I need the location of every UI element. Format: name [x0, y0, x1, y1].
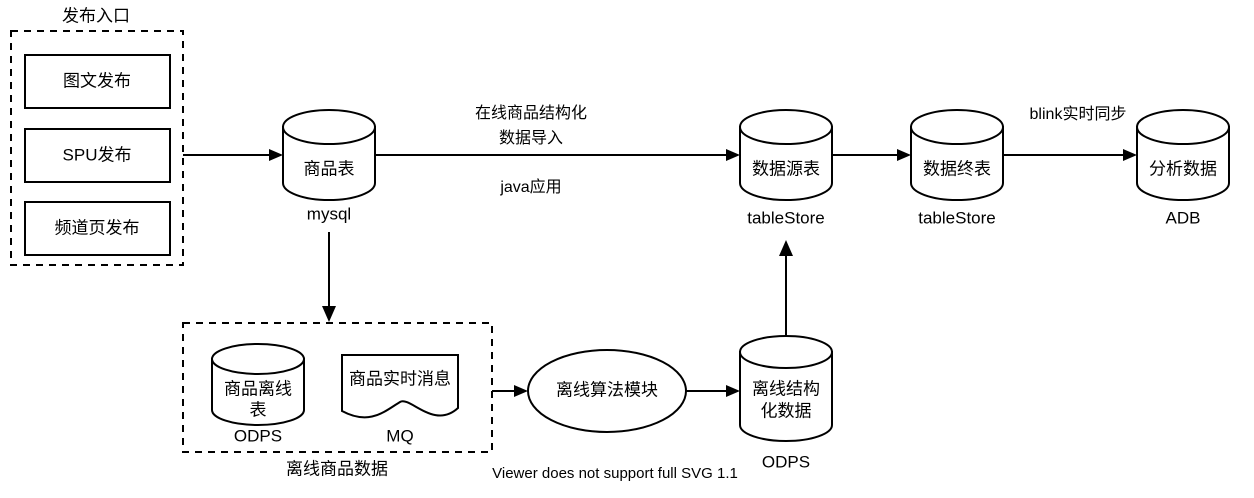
node-fenxi-shuju-label: 分析数据 [1149, 159, 1217, 178]
edge-source-to-final-arrowhead [897, 149, 911, 161]
node-spu-fabu[interactable]: SPU发布 [24, 128, 171, 183]
node-shuju-yuan-biao[interactable]: 数据源表 tableStore [739, 109, 833, 227]
edge-algo-to-odps [686, 385, 740, 397]
node-shangpin-lixian-biao-label-line1: 商品离线 [224, 379, 292, 398]
group-publish-entry-label: 发布入口 [62, 6, 130, 25]
node-lixian-jiegouhua-shuju-label-line1: 离线结构 [752, 379, 820, 398]
node-tuwen-fabu[interactable]: 图文发布 [24, 54, 171, 109]
group-offline-product-data[interactable]: 离线商品数据 [182, 322, 493, 478]
node-shuju-zhong-biao-top [910, 109, 1004, 145]
node-shangpin-biao-top [282, 109, 376, 145]
node-pindao-fabu-box [24, 201, 171, 256]
edge-odps-to-source [779, 240, 793, 336]
edge-mysql-to-tablestore-label-line1: 在线商品结构化 [475, 104, 587, 122]
node-lixian-jiegouhua-shuju-sublabel: ODPS [762, 452, 810, 471]
edge-mysql-to-tablestore: 在线商品结构化 数据导入 java应用 [375, 104, 740, 196]
group-publish-entry[interactable]: 发布入口 [10, 6, 184, 266]
group-offline-product-data-label: 离线商品数据 [286, 459, 388, 478]
node-shangpin-shishi-xiaoxi-body [341, 354, 459, 419]
edge-mysql-to-offline-group [322, 232, 336, 322]
node-lixian-suanfa-mokuai-label: 离线算法模块 [556, 380, 658, 399]
edge-algo-to-odps-arrowhead [726, 385, 740, 397]
edge-final-to-adb: blink实时同步 [1003, 105, 1137, 161]
node-shangpin-shishi-xiaoxi[interactable]: 商品实时消息 MQ [341, 354, 459, 445]
node-lixian-suanfa-mokuai[interactable]: 离线算法模块 [527, 349, 687, 433]
node-shangpin-biao-label: 商品表 [304, 159, 355, 178]
edge-spu-to-mysql-arrowhead [269, 149, 283, 161]
edge-mysql-to-tablestore-label-line2: 数据导入 [499, 129, 563, 147]
node-shangpin-biao-body [282, 126, 376, 201]
node-shuju-zhong-biao-body [910, 126, 1004, 201]
node-shangpin-lixian-biao-sublabel: ODPS [234, 426, 282, 445]
node-tuwen-fabu-box [24, 54, 171, 109]
node-shangpin-biao-sublabel: mysql [307, 204, 351, 223]
node-lixian-jiegouhua-shuju-body [739, 351, 833, 442]
edge-mysql-to-tablestore-arrowhead [726, 149, 740, 161]
node-pindao-fabu-label: 频道页发布 [55, 218, 140, 237]
edge-mysql-to-tablestore-label-below: java应用 [499, 177, 561, 196]
node-fenxi-shuju-body [1136, 126, 1230, 201]
node-fenxi-shuju-sublabel: ADB [1166, 208, 1201, 227]
node-shuju-zhong-biao-label: 数据终表 [923, 159, 991, 178]
node-spu-fabu-label: SPU发布 [63, 145, 132, 164]
node-lixian-jiegouhua-shuju-top [739, 335, 833, 369]
edge-mysql-to-offline-group-arrowhead [322, 306, 336, 322]
edge-final-to-adb-arrowhead [1123, 149, 1137, 161]
edge-source-to-final [832, 149, 911, 161]
node-shuju-yuan-biao-label: 数据源表 [752, 159, 820, 178]
node-shuju-yuan-biao-body [739, 126, 833, 201]
node-shuju-zhong-biao-sublabel: tableStore [918, 208, 996, 227]
node-shuju-yuan-biao-top [739, 109, 833, 145]
edge-offline-group-to-algo [492, 385, 528, 397]
node-pindao-fabu[interactable]: 频道页发布 [24, 201, 171, 256]
node-fenxi-shuju[interactable]: 分析数据 ADB [1136, 109, 1230, 227]
node-shangpin-lixian-biao[interactable]: 商品离线 表 ODPS [211, 343, 305, 445]
edge-odps-to-source-arrowhead [779, 240, 793, 256]
node-lixian-jiegouhua-shuju[interactable]: 离线结构 化数据 ODPS [739, 335, 833, 471]
edge-spu-to-mysql [183, 149, 283, 161]
node-shuju-zhong-biao[interactable]: 数据终表 tableStore [910, 109, 1004, 227]
edge-final-to-adb-label: blink实时同步 [1030, 105, 1127, 123]
node-lixian-jiegouhua-shuju-label-line2: 化数据 [761, 401, 812, 420]
node-fenxi-shuju-top [1136, 109, 1230, 145]
node-tuwen-fabu-label: 图文发布 [63, 71, 131, 90]
node-shangpin-lixian-biao-top [211, 343, 305, 375]
node-shangpin-biao[interactable]: 商品表 mysql [282, 109, 376, 223]
node-shangpin-lixian-biao-label-line2: 表 [250, 400, 267, 419]
svg-viewer-warning-text: Viewer does not support full SVG 1.1 [492, 465, 738, 482]
node-shangpin-shishi-xiaoxi-label: 商品实时消息 [349, 369, 451, 388]
node-shuju-yuan-biao-sublabel: tableStore [747, 208, 825, 227]
node-spu-fabu-box [24, 128, 171, 183]
group-publish-entry-border [10, 30, 184, 266]
group-offline-product-data-border [182, 322, 493, 453]
node-shangpin-shishi-xiaoxi-sublabel: MQ [386, 426, 413, 445]
edge-offline-group-to-algo-arrowhead [514, 385, 528, 397]
node-shangpin-lixian-biao-body [211, 358, 305, 426]
